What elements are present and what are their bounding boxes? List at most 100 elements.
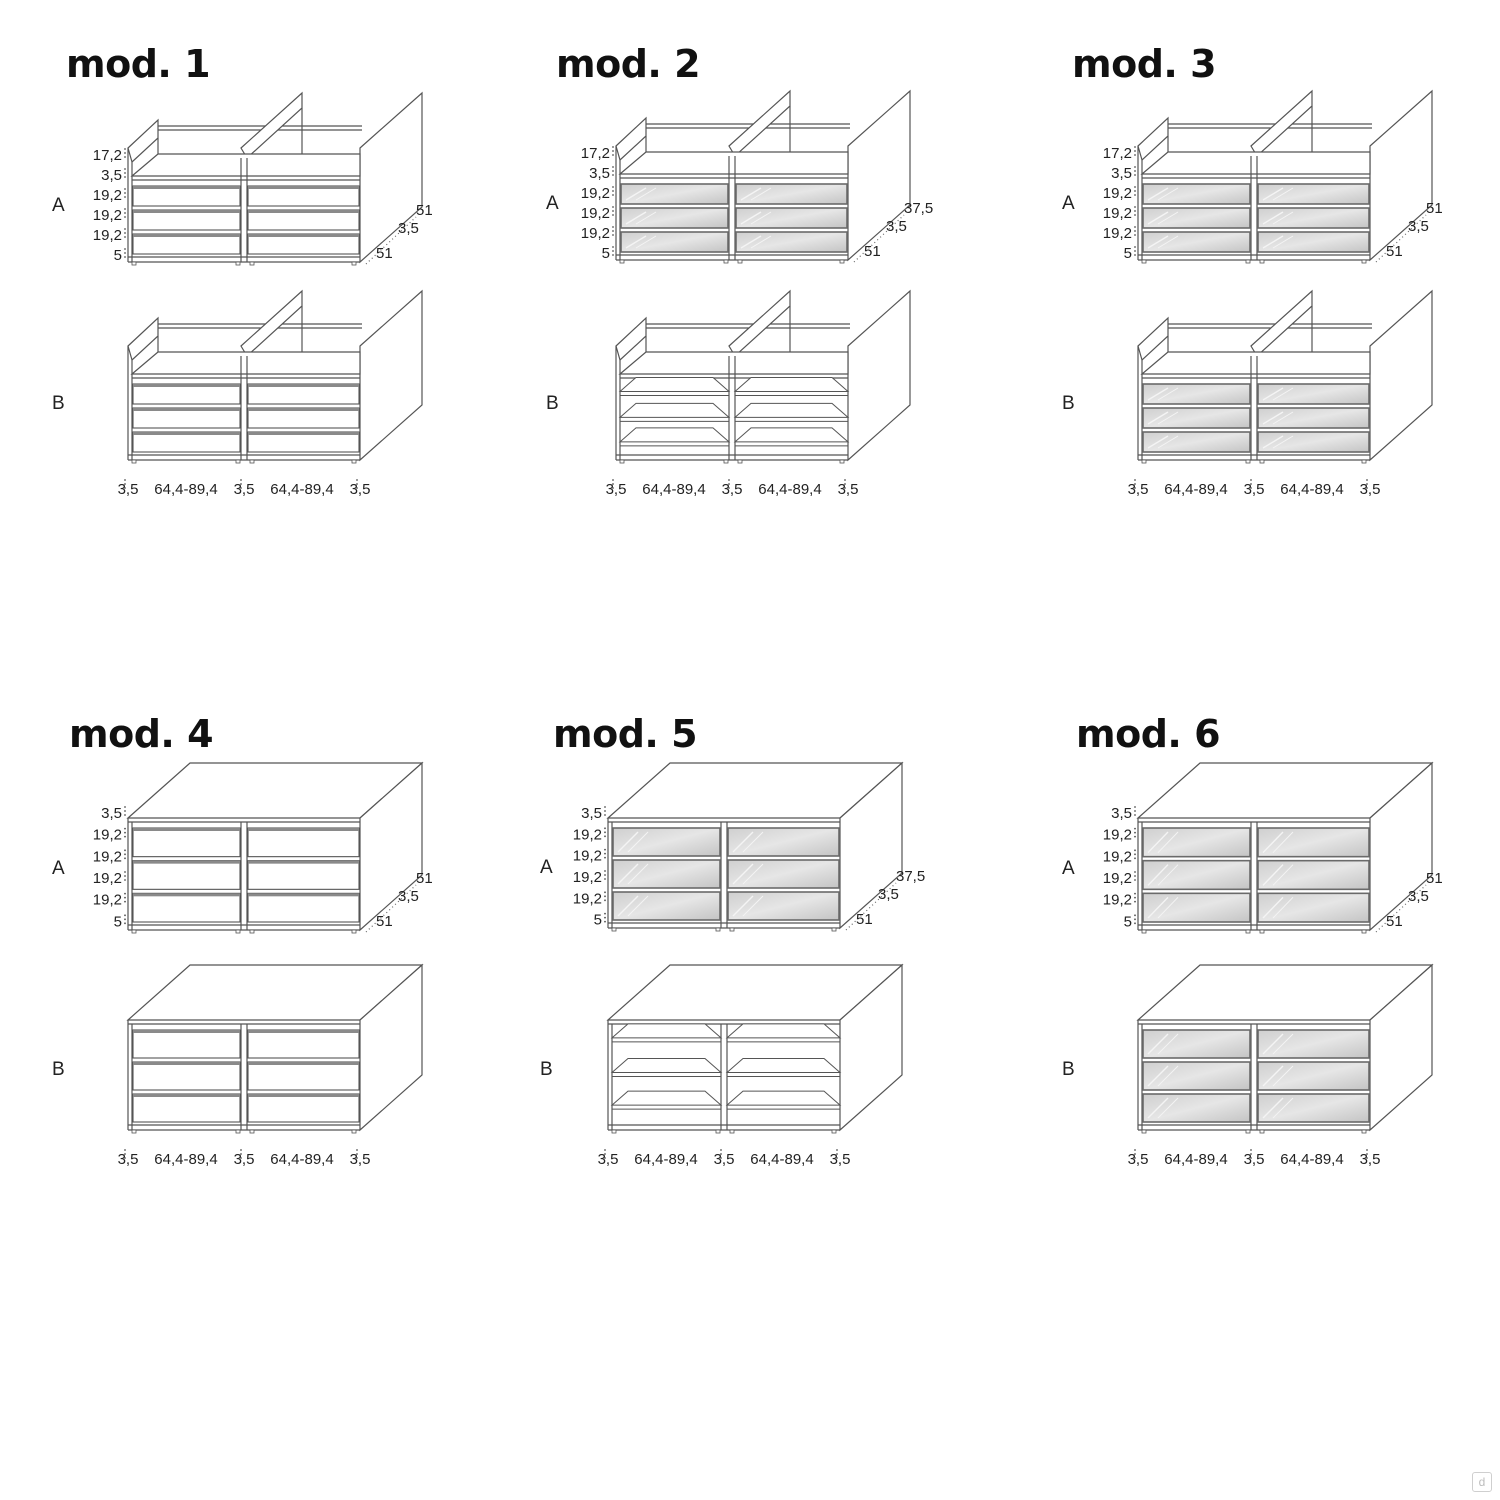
dimension-dot [1134, 831, 1136, 834]
shelf [733, 402, 850, 418]
watermark-logo: d [1472, 1472, 1492, 1492]
glass-drawer [1257, 859, 1370, 891]
depth-dimension-label: 51 [856, 911, 873, 928]
glass-reflection [635, 211, 657, 225]
dimension-dot [1134, 827, 1136, 830]
top-shelf [1140, 351, 1371, 375]
dimension-dot [124, 914, 126, 917]
dimension-dot [124, 849, 126, 852]
height-dimension-label: 5 [594, 912, 602, 929]
row-label-b: B [1062, 1059, 1075, 1080]
dimension-dot [124, 487, 126, 489]
glass-drawer [1257, 1029, 1370, 1059]
glass-reflection [732, 895, 754, 917]
glass-reflection [1262, 235, 1284, 249]
glass-reflection [1272, 187, 1294, 201]
dimension-dot [240, 487, 242, 489]
dimension-dot [1366, 483, 1368, 485]
shelf [610, 1023, 723, 1039]
glass-reflection [617, 831, 639, 853]
dimension-dot [720, 1149, 722, 1151]
row-label-a: A [1062, 193, 1075, 214]
depth-dimension-label: 51 [1426, 870, 1443, 887]
drawer-handle-groove [133, 1062, 240, 1065]
drawer-front [247, 1061, 360, 1091]
dimension-dot [240, 1157, 242, 1159]
top-shelf [130, 351, 361, 375]
glass-reflection [1272, 831, 1294, 854]
shelf [610, 1090, 723, 1106]
dimension-dot [1134, 194, 1136, 196]
glass-reflection [625, 235, 647, 249]
dimension-dot [1134, 806, 1136, 808]
depth-dimension-label: 51 [1426, 200, 1443, 217]
side-panel [1369, 963, 1433, 1132]
foot [1141, 929, 1147, 934]
drawer-front [247, 860, 360, 890]
dimension-dot [124, 228, 126, 230]
depth-dimension-label: 3,5 [1408, 888, 1429, 905]
dimension-dot [604, 920, 606, 923]
height-dimension-label: 5 [114, 247, 122, 264]
width-dimension-label: 64,4-89,4 [1164, 1151, 1227, 1168]
dimension-dot [1134, 1153, 1136, 1155]
width-dimension-label: 3,5 [1360, 481, 1381, 498]
dimension-dot [1134, 835, 1136, 838]
glass-drawer [1257, 207, 1370, 229]
row-label-b: B [546, 393, 559, 414]
height-dimension-label: 19,2 [93, 892, 122, 909]
foot [235, 459, 241, 464]
dimension-dot [1134, 487, 1136, 489]
glass-reflection [617, 895, 639, 917]
glass-reflection [732, 863, 754, 885]
side-panel [359, 761, 423, 932]
module-title: mod. 6 [1076, 712, 1221, 756]
glass-drawer [620, 183, 729, 205]
height-dimension-label: 19,2 [93, 870, 122, 887]
glass-reflection [1272, 211, 1294, 225]
row-label-a: A [1062, 858, 1075, 879]
depth-dimension-label: 51 [416, 202, 433, 219]
dimension-dot [1134, 914, 1136, 917]
height-dimension-label: 19,2 [573, 848, 602, 865]
dimension-dot [1250, 479, 1252, 481]
glass-reflection [732, 831, 754, 853]
shelf [725, 1090, 842, 1106]
height-dimension-label: 19,2 [581, 205, 610, 222]
drawer-front [132, 1093, 241, 1123]
drawer-front [132, 892, 241, 923]
height-dimension-label: 19,2 [93, 848, 122, 865]
height-dimension-label: 19,2 [581, 225, 610, 242]
dimension-dot [1134, 857, 1136, 860]
dimension-dot [1134, 166, 1136, 168]
foot [1245, 259, 1251, 264]
glass-reflection [625, 211, 647, 225]
drawer-handle-groove [133, 1094, 240, 1097]
dimension-dot [612, 186, 614, 188]
glass-reflection [627, 895, 649, 917]
dimension-dot [1134, 210, 1136, 212]
glass-drawer [612, 859, 721, 889]
glass-drawer [1142, 207, 1251, 229]
dimension-dot [1134, 226, 1136, 228]
drawer-front [247, 892, 360, 923]
foot [1361, 929, 1367, 934]
width-dimension-label: 3,5 [1128, 1151, 1149, 1168]
dimension-dot [836, 1157, 838, 1159]
dimension-dot [1134, 892, 1136, 895]
dimension-dot [1250, 1157, 1252, 1159]
height-dimension-label: 5 [602, 245, 610, 262]
glass-drawer [1257, 1061, 1370, 1091]
left-upright-top [1137, 316, 1169, 362]
dimension-dot [124, 918, 126, 921]
glass-drawer [735, 231, 848, 253]
dimension-dot [124, 252, 126, 254]
drawer-handle-groove [248, 210, 359, 213]
glass-reflection [1157, 1097, 1179, 1119]
height-dimension-label: 3,5 [101, 805, 122, 822]
dimension-dot [1134, 814, 1136, 816]
